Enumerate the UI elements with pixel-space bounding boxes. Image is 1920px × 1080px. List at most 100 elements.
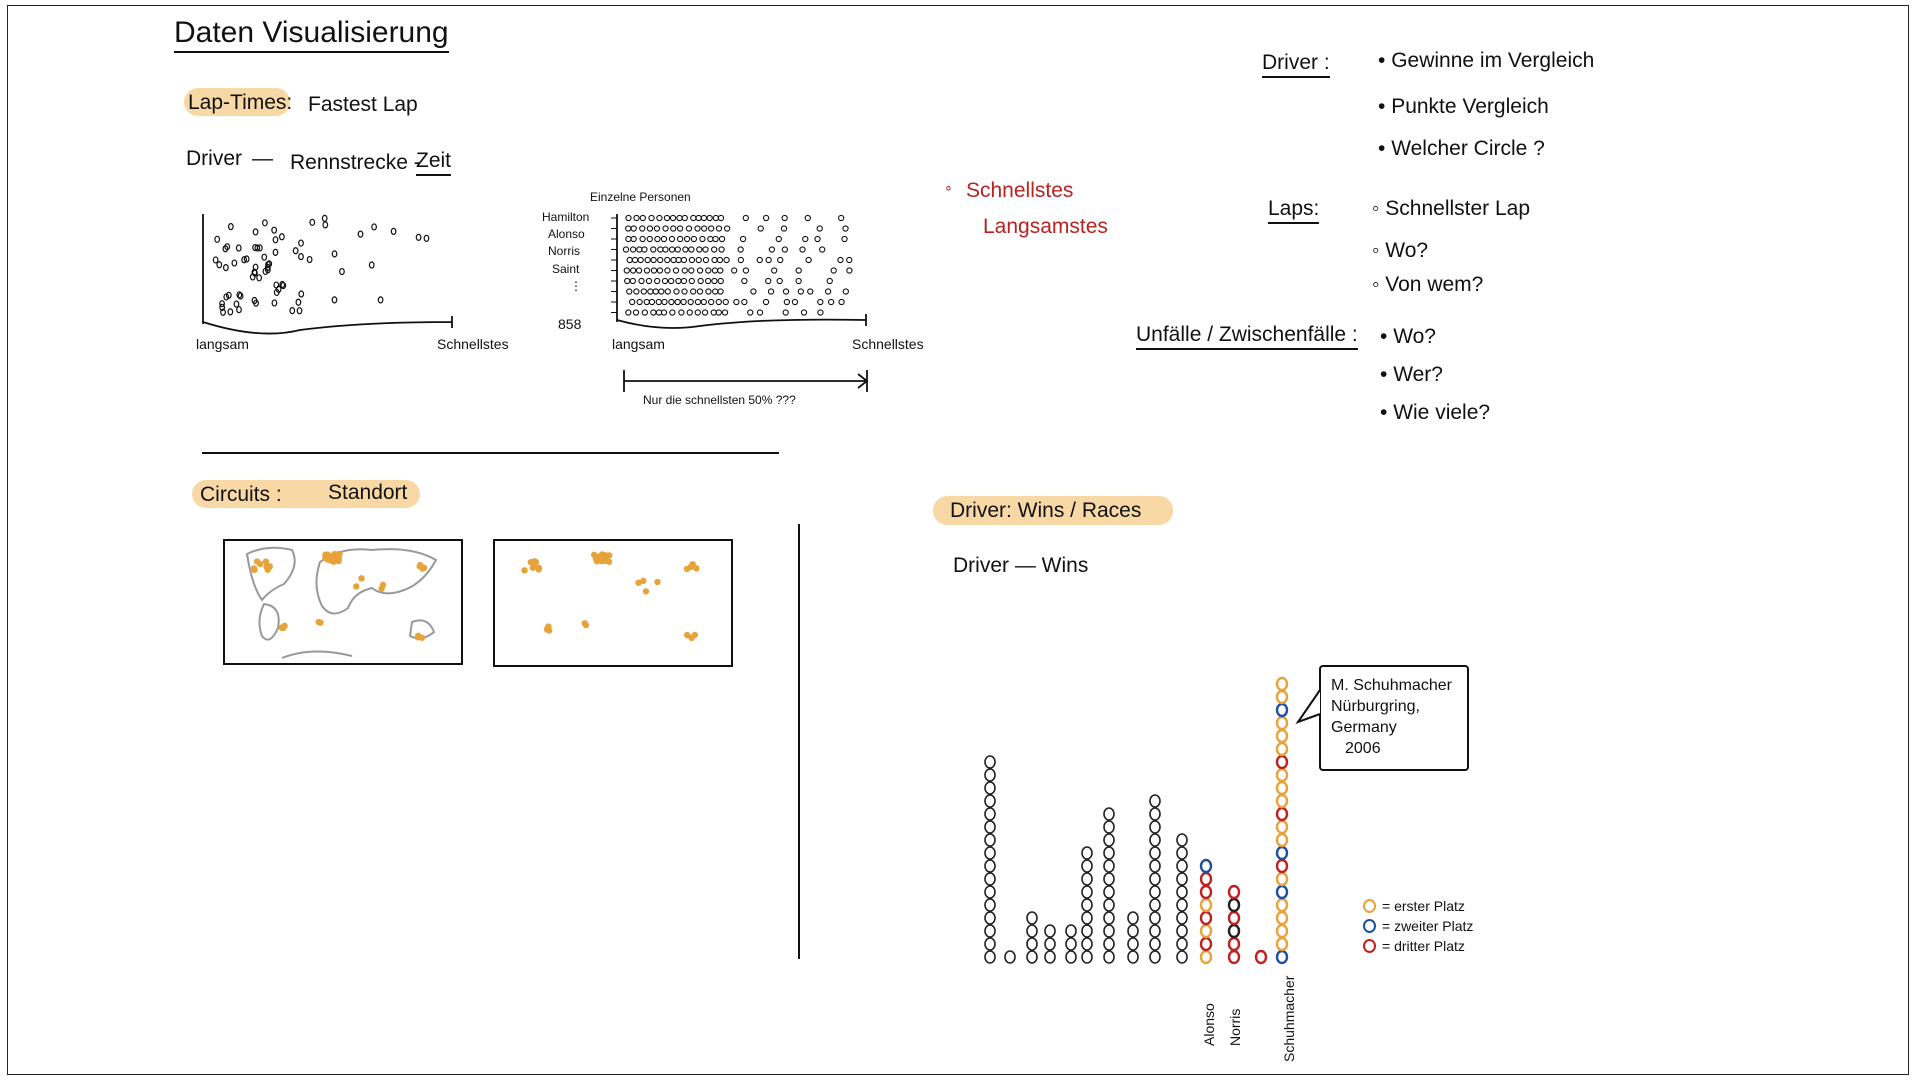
scatter2-point (701, 309, 709, 316)
win-marker-d9 (1149, 794, 1161, 808)
scatter1-point (298, 290, 305, 298)
notes-driver-item: • Gewinne im Vergleich (1378, 49, 1595, 72)
win-marker-norris (1227, 884, 1241, 900)
scatter2-point (690, 288, 697, 295)
formula-time: Zeit (416, 150, 452, 176)
scatter1-point (296, 307, 303, 315)
win-marker-d10 (1176, 898, 1188, 912)
win-marker-d3 (1026, 937, 1038, 951)
scatter2-point (718, 235, 726, 243)
scatter2-point (733, 298, 740, 306)
scatter1-point (252, 243, 259, 252)
scatter2-point (668, 298, 675, 306)
scatter2-x-right-label: Schnellstes (852, 336, 924, 352)
scatter2-point (777, 256, 784, 264)
win-marker-d9 (1149, 924, 1161, 938)
scatter1-point (271, 299, 278, 307)
circuit-location-dot (601, 552, 609, 559)
scatter2-point (683, 235, 691, 243)
scatter1-point (275, 285, 282, 293)
notes-laps-item: ◦ Schnellster Lap (1372, 197, 1531, 220)
driver-label-hamilton: Hamilton (542, 210, 590, 224)
notes-driver-label: Driver : (1262, 52, 1330, 78)
scatter2-point (781, 246, 789, 253)
scatter2-point (667, 277, 675, 285)
scatter2-point (633, 288, 640, 295)
scatter2-point (762, 298, 770, 306)
callout-pointer (1295, 689, 1321, 725)
scatter2-point (650, 267, 658, 274)
win-marker-d8 (1127, 937, 1139, 951)
legend-label-first: = erster Platz (1382, 898, 1465, 914)
scatter1-point (252, 228, 259, 236)
circuit-location-dot (688, 634, 695, 642)
scatter2-point (742, 267, 750, 274)
scatter2-point (636, 298, 643, 306)
circuit-location-dot (256, 560, 264, 568)
scatter2-point (650, 246, 657, 253)
scatter2-point (639, 225, 646, 232)
scatter1-point (377, 296, 384, 304)
driver-label-saint: Saint (552, 262, 580, 276)
scatter2-point (737, 246, 744, 253)
scatter2-point (723, 256, 730, 264)
circuit-location-dot (654, 578, 661, 586)
scatter2-point (716, 256, 724, 264)
scatter2-point (765, 277, 772, 285)
red-note-bullet: ∘ (944, 179, 953, 195)
scatter2-point (657, 256, 664, 264)
scatter2-point (838, 214, 845, 222)
scatter1-point (212, 256, 219, 264)
section-divider-horizontal (202, 452, 779, 454)
scatter1-point (219, 300, 225, 308)
scatter2-point (706, 214, 713, 222)
scatter1-point (254, 244, 261, 252)
scatter2-point (664, 256, 671, 264)
scatter2-point (741, 298, 748, 306)
scatter2-point (762, 214, 770, 222)
scatter1-point (243, 255, 250, 263)
scatter2-point (722, 298, 729, 306)
win-marker-d5 (1065, 937, 1077, 951)
scatter2-point (630, 225, 637, 232)
scatter2-point (654, 235, 661, 243)
red-note-slowest: Langsamstes (983, 215, 1108, 238)
circuit-location-dot (335, 555, 342, 563)
scatter1-point (223, 293, 230, 301)
notes-laps-label: Laps: (1268, 198, 1320, 224)
win-marker-d7 (1103, 950, 1115, 964)
scatter2-point (674, 298, 681, 306)
scatter2-point (782, 309, 789, 316)
scatter1-point (390, 227, 397, 235)
wins-highlight (933, 496, 1173, 525)
scatter-sketch-2 (611, 214, 867, 329)
scatter2-point (817, 298, 824, 306)
scatter2-point (681, 214, 688, 222)
legend-label-second: = zweiter Platz (1382, 918, 1474, 934)
scatter1-point (233, 300, 240, 308)
scatter2-point (648, 214, 655, 222)
scatter2-point (695, 256, 702, 264)
formula-track: Rennstrecke - (290, 151, 421, 174)
range-note: Nur die schnellsten 50% ??? (643, 393, 796, 407)
win-marker-d10 (1176, 924, 1188, 938)
scatter2-point (797, 288, 804, 295)
scatter2-point (741, 277, 748, 285)
scatter2-point (638, 277, 645, 285)
win-marker-d1 (984, 859, 996, 873)
lap-times-highlight (184, 88, 290, 116)
scatter1-point (264, 266, 271, 274)
scatter2-point (816, 225, 823, 232)
scatter2-heading: Einzelne Personen (590, 190, 691, 204)
circuit-location-dot (543, 626, 551, 633)
formula-dash: — (252, 147, 273, 170)
win-marker-d6 (1081, 846, 1093, 860)
circuit-location-dot (640, 577, 647, 585)
win-marker-d13 (1254, 949, 1268, 965)
scatter2-point (701, 225, 708, 232)
scatter1-x-left-label: langsam (196, 336, 249, 352)
scatter2-point (838, 298, 845, 306)
win-marker-d6 (1081, 885, 1093, 899)
notes-laps-item-text: Wo? (1385, 239, 1429, 262)
scatter2-point (658, 288, 665, 295)
